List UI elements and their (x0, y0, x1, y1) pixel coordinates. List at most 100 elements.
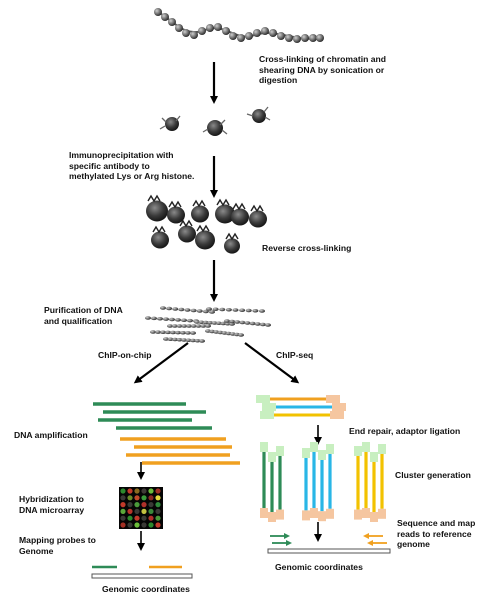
antibody-bound-nucleosome (215, 198, 235, 224)
microarray-spot (148, 502, 154, 508)
chromatin-bead (269, 29, 277, 37)
microarray-spot (155, 522, 161, 528)
dna-segment (175, 318, 181, 322)
mapping-line-1: Mapping probes to (19, 535, 96, 545)
microarray-spot (148, 488, 154, 494)
sequence-reads (270, 533, 387, 546)
dna-segment (229, 322, 235, 326)
dna-segment (157, 316, 163, 321)
antibody-bound-nucleosome (224, 232, 240, 254)
immuno-line-3: methylated Lys or Arg histone. (69, 171, 195, 181)
adaptor-top (362, 442, 370, 452)
microarray-spot (120, 515, 126, 521)
chromatin-bead (316, 34, 324, 42)
adaptor-bottom (318, 511, 326, 522)
microarray-spot (134, 502, 140, 508)
antibody-bound-nucleosome (195, 224, 215, 250)
immunoprecipitation-label: Immunoprecipitation with specific antibo… (69, 150, 194, 182)
dna-segment (245, 308, 252, 313)
chromatin-bead (301, 34, 309, 42)
adaptor-top (378, 444, 386, 454)
dna-segment (187, 318, 193, 323)
crosslink-line-3: digestion (259, 75, 298, 85)
dna-segment (190, 331, 196, 335)
genomic-coordinates-left-label: Genomic coordinates (102, 584, 190, 594)
adaptor-top (318, 450, 326, 460)
dna-segment (181, 338, 187, 342)
dna-segment (184, 308, 191, 312)
dna-segment (175, 330, 181, 335)
genome-bar-left (91, 573, 193, 579)
chromatin-bead (277, 32, 285, 40)
dna-segment (239, 320, 246, 325)
chromatin-bead (190, 31, 198, 39)
dna-segment (199, 339, 205, 343)
end-repair-label: End repair, adaptor ligation (349, 426, 461, 436)
dna-segment (205, 324, 211, 328)
adaptor-bottom (370, 512, 378, 522)
microarray-spot (141, 515, 147, 521)
adaptor-bottom (310, 508, 318, 518)
chromatin-bead (214, 23, 222, 31)
dna-segment (229, 319, 236, 324)
adaptor-bottom (276, 509, 284, 520)
adaptor-top (302, 448, 310, 458)
antibody-bound-nucleosome (167, 200, 185, 224)
chromatin-bead (309, 34, 317, 42)
microarray-spot (120, 502, 126, 508)
dna-segment (238, 333, 244, 337)
microarray-spot (120, 495, 126, 501)
microarray-spot (120, 522, 126, 528)
dna-segment (200, 324, 207, 328)
antibody-bound-nucleosome (191, 199, 209, 223)
dna-segment (220, 321, 227, 326)
adaptor-bottom (302, 510, 310, 521)
microarray-spot (127, 495, 133, 501)
chromatin-bead (198, 27, 206, 35)
dna-segment (252, 308, 259, 313)
dna-segment (206, 307, 212, 311)
chromatin-bead (245, 32, 253, 40)
dna-segment (169, 317, 175, 322)
dna-segment (198, 320, 205, 325)
chromatin-bead (206, 24, 214, 32)
sequence-line-3: genome (397, 539, 430, 549)
dna-segment (185, 331, 191, 335)
chip-seq-ligated-fragments (256, 395, 346, 419)
immunoprecipitated-nucleosomes (146, 194, 267, 254)
dna-segment (239, 308, 246, 313)
sequence-line-2: reads to reference (397, 528, 472, 539)
sequence-line-1: Sequence and map (397, 518, 476, 528)
dna-segment (181, 324, 188, 328)
microarray-spot (134, 515, 140, 521)
dna-segment (185, 338, 192, 343)
antibody-bound-nucleosome (146, 194, 168, 222)
chromatin-bead (161, 13, 169, 21)
cluster-generation-label: Cluster generation (395, 470, 471, 480)
chip-on-chip-label: ChIP-on-chip (98, 350, 152, 360)
adaptor-top (260, 442, 268, 452)
hybridization-line-2: DNA microarray (19, 504, 85, 515)
genomic-coordinates-right-label: Genomic coordinates (275, 562, 363, 572)
dna-segment (163, 337, 169, 341)
purification-line-2: and qualification (44, 315, 113, 326)
dna-segment (196, 309, 203, 313)
antibody-bound-nucleosome (249, 204, 267, 228)
dna-segment (172, 307, 179, 311)
adaptor-bottom (326, 508, 334, 519)
dna-segment (244, 321, 251, 325)
dna-segment (155, 330, 161, 334)
microarray-spot (141, 508, 147, 514)
dna-segment (186, 324, 192, 328)
microarray-spot (141, 522, 147, 528)
dna-segment (225, 307, 232, 312)
dna-segment (171, 324, 178, 328)
dna-segment (202, 320, 209, 325)
adaptor-top (326, 444, 334, 454)
mapping-probes-label: Mapping probes to Genome (19, 535, 96, 556)
microarray-spot (127, 515, 133, 521)
dna-segment (219, 307, 226, 312)
dna-segment (163, 317, 169, 321)
dna-amplification-label: DNA amplification (14, 430, 88, 440)
crosslink-line-2: shearing DNA by sonication or (259, 64, 385, 75)
